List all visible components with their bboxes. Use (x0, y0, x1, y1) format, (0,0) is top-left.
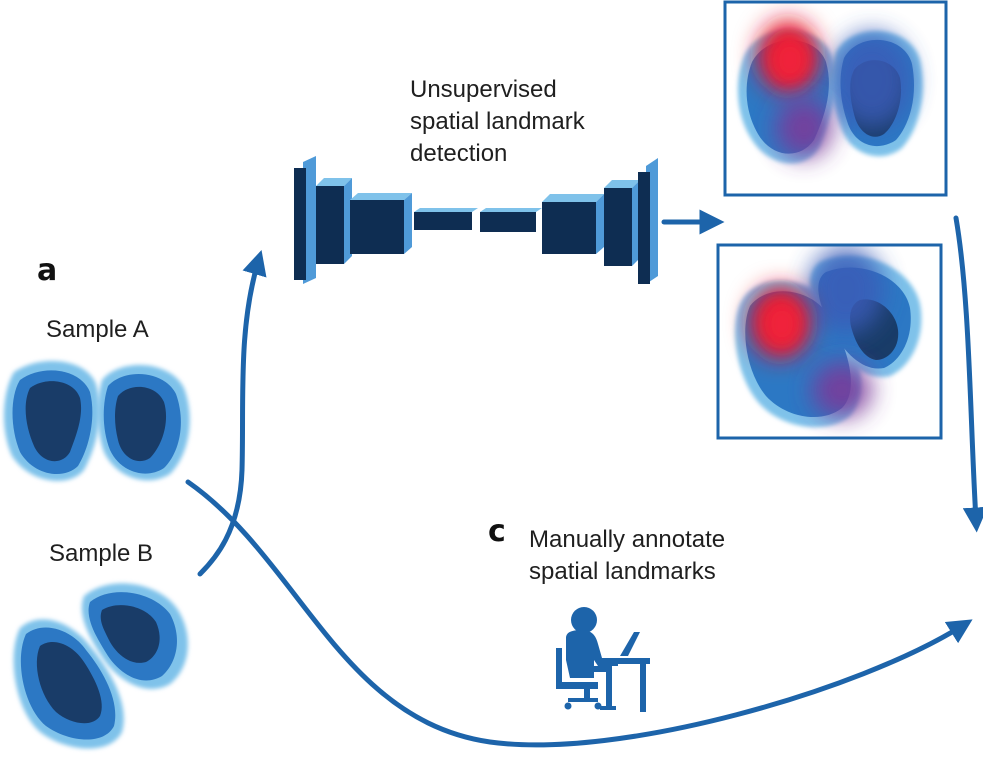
arrow-output-down (953, 215, 983, 533)
sample-b-core-lower (36, 641, 102, 724)
arrow-sample-b-to-network (197, 250, 267, 577)
panel-label-a: a (37, 253, 58, 288)
manual-label-line-1: Manually annotate (529, 526, 726, 553)
sample-a-core-right (115, 386, 167, 462)
sample-b-label: Sample B (49, 540, 154, 567)
network-label-line-3: detection (410, 140, 508, 167)
network-label: Unsupervised spatial landmark detection (410, 74, 585, 170)
sample-a-tissue (3, 360, 190, 481)
manual-annotation-label: Manually annotate spatial landmarks (529, 524, 725, 588)
sample-b-tissue (13, 583, 188, 749)
panel-label-c: c (488, 514, 506, 549)
sample-a-core-left (25, 381, 82, 462)
flow-arrows (185, 209, 983, 748)
arrow-sample-a-to-manual (185, 479, 973, 748)
network-label-line-1: Unsupervised (410, 76, 557, 103)
encoder-decoder-network (294, 156, 658, 284)
manual-label-line-2: spatial landmarks (529, 558, 716, 585)
output-frame-sample-b (716, 243, 943, 440)
output-frame-sample-a (723, 0, 948, 197)
sample-a-label: Sample A (46, 316, 149, 343)
person-at-computer-icon (556, 607, 650, 712)
sample-b-core-upper (100, 605, 160, 663)
network-label-line-2: spatial landmark (410, 108, 585, 135)
